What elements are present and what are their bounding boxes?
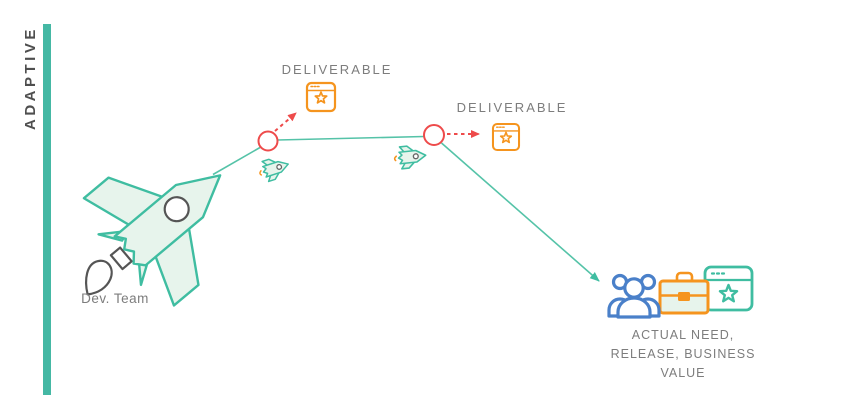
outcome-icon-group xyxy=(607,265,754,319)
adaptive-bar xyxy=(43,24,51,395)
briefcase-handle xyxy=(675,271,694,281)
iteration-node-1 xyxy=(257,130,279,152)
deliverable-browser-icon-1 xyxy=(305,81,337,113)
rocket-nozzle xyxy=(109,246,133,271)
dev-team-label: Dev. Team xyxy=(81,291,149,306)
mini-rocket-icon-2 xyxy=(393,145,427,170)
path-segment-3-arrow xyxy=(440,142,600,282)
star-icon xyxy=(718,283,739,303)
star-icon xyxy=(314,91,328,104)
deliverable-browser-icon-2 xyxy=(491,122,521,152)
deliverable-label-1: DELIVERABLE xyxy=(281,62,393,77)
mini-rocket-icon-1 xyxy=(259,158,289,183)
users-icon xyxy=(607,273,661,319)
outcome-label: ACTUAL NEED, RELEASE, BUSINESS VALUE xyxy=(610,328,756,380)
release-window-star-icon xyxy=(703,265,754,312)
dev-team-rocket-icon xyxy=(82,174,222,307)
briefcase-latch xyxy=(678,292,690,301)
iteration-node-2 xyxy=(423,124,445,146)
rocket-body xyxy=(113,174,222,267)
path-segment-1 xyxy=(212,146,261,176)
briefcase-icon xyxy=(658,271,710,315)
deliverable-label-2: DELIVERABLE xyxy=(456,100,568,115)
star-icon xyxy=(499,131,513,144)
rocket-window xyxy=(163,196,190,223)
path-segment-2 xyxy=(277,135,425,141)
rocket-flame xyxy=(85,259,113,296)
deliverable-arrow-1 xyxy=(274,112,297,132)
